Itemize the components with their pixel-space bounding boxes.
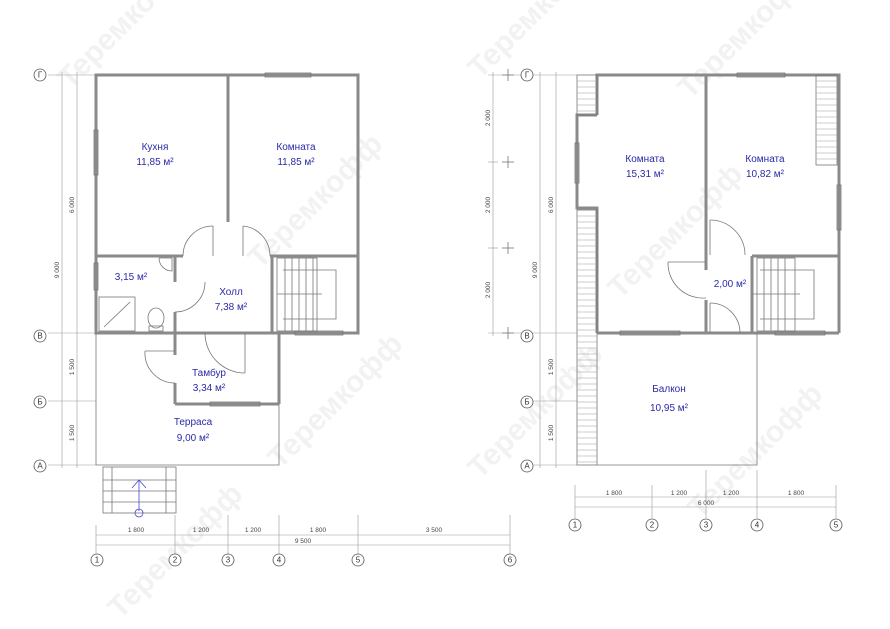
axis-marker: 2 bbox=[650, 521, 655, 530]
staircase-icon bbox=[276, 257, 337, 332]
dimension-label: 1 800 bbox=[606, 490, 623, 497]
dimension-label: 9 000 bbox=[54, 261, 61, 278]
room-area: 9,00 м² bbox=[177, 433, 210, 444]
staircase-icon bbox=[752, 257, 815, 332]
dimension-label: 2 000 bbox=[485, 196, 492, 213]
dimension-label: 9 500 bbox=[295, 538, 312, 545]
watermark: Теремкофф bbox=[462, 337, 610, 485]
porch-steps bbox=[102, 466, 177, 518]
room-name: Тамбур bbox=[192, 367, 226, 379]
axis-marker: 4 bbox=[277, 556, 282, 565]
room-name: Комната bbox=[745, 154, 785, 165]
watermark: Теремкофф bbox=[262, 327, 410, 475]
dimension-label: 1 800 bbox=[310, 527, 327, 534]
room-name: Холл bbox=[219, 287, 243, 298]
axis-marker: 1 bbox=[95, 556, 100, 565]
dimension-label: 6 000 bbox=[69, 196, 76, 213]
room-name: Терраса bbox=[174, 417, 213, 428]
axis-marker: 3 bbox=[704, 521, 709, 530]
axis-marker: 3 bbox=[226, 556, 231, 565]
room-area: 2,00 м² bbox=[714, 279, 747, 290]
watermark: Теремкофф bbox=[462, 0, 610, 85]
axis-marker: Г bbox=[525, 71, 530, 80]
dimension-label: 6 000 bbox=[548, 196, 555, 213]
axis-marker: 5 bbox=[834, 521, 839, 530]
axis-marker: 6 bbox=[508, 556, 513, 565]
dimension-label: 2 000 bbox=[485, 281, 492, 298]
dimension-label: 1 200 bbox=[245, 527, 262, 534]
dimension-label: 1 500 bbox=[69, 358, 76, 375]
room-area: 3,34 м² bbox=[193, 383, 226, 394]
dimension-label: 1 800 bbox=[788, 490, 805, 497]
dimension-label: 1 800 bbox=[128, 527, 145, 534]
axis-marker: А bbox=[37, 462, 43, 471]
shower-icon bbox=[98, 296, 136, 332]
room-area: 3,15 м² bbox=[115, 272, 148, 283]
watermark: Теремкофф bbox=[672, 0, 820, 105]
room-area: 10,95 м² bbox=[650, 403, 689, 414]
watermark: Теремкофф bbox=[102, 477, 250, 625]
sink-icon bbox=[158, 257, 173, 272]
dimension-label: 1 200 bbox=[193, 527, 210, 534]
axis-marker: 4 bbox=[755, 521, 760, 530]
axis-marker: А bbox=[524, 462, 530, 471]
room-area: 15,31 м² bbox=[626, 169, 665, 180]
room-area: 11,85 м² bbox=[136, 157, 174, 168]
dimension-label: 6 000 bbox=[698, 500, 715, 507]
dimension-label: 1 500 bbox=[69, 424, 76, 441]
room-area: 10,82 м² bbox=[746, 169, 785, 180]
dimension-label: 3 500 bbox=[426, 527, 443, 534]
upper-floor-plan: Комната 15,31 м² Комната 10,82 м² 2,00 м… bbox=[485, 68, 843, 532]
axis-marker: 2 bbox=[173, 556, 178, 565]
room-name: Кухня bbox=[142, 142, 169, 153]
toilet-icon bbox=[147, 307, 165, 332]
ground-floor-plan: Кухня 11,85 м² Комната 11,85 м² 3,15 м² … bbox=[33, 68, 517, 567]
room-area: 11,85 м² bbox=[277, 157, 315, 168]
axis-marker: В bbox=[37, 332, 42, 341]
watermark: Теремкофф bbox=[52, 0, 200, 95]
dimension-label: 1 500 bbox=[548, 358, 555, 375]
axis-marker: Г bbox=[38, 71, 43, 80]
axis-marker: Б bbox=[37, 398, 42, 407]
room-name: Балкон bbox=[652, 384, 686, 395]
dimension-label: 9 000 bbox=[532, 261, 539, 278]
axis-marker: Б bbox=[524, 398, 529, 407]
axis-marker: 1 bbox=[573, 521, 578, 530]
dimension-label: 2 000 bbox=[485, 109, 492, 126]
dimension-label: 1 200 bbox=[723, 490, 740, 497]
room-name: Комната bbox=[276, 142, 316, 153]
dimension-label: 1 500 bbox=[548, 424, 555, 441]
axis-marker: В bbox=[524, 332, 529, 341]
axis-marker: 5 bbox=[356, 556, 361, 565]
roof-slope-hatch bbox=[576, 74, 838, 466]
room-area: 7,38 м² bbox=[215, 302, 248, 313]
room-name: Комната bbox=[625, 154, 665, 165]
dimension-label: 1 200 bbox=[671, 490, 688, 497]
